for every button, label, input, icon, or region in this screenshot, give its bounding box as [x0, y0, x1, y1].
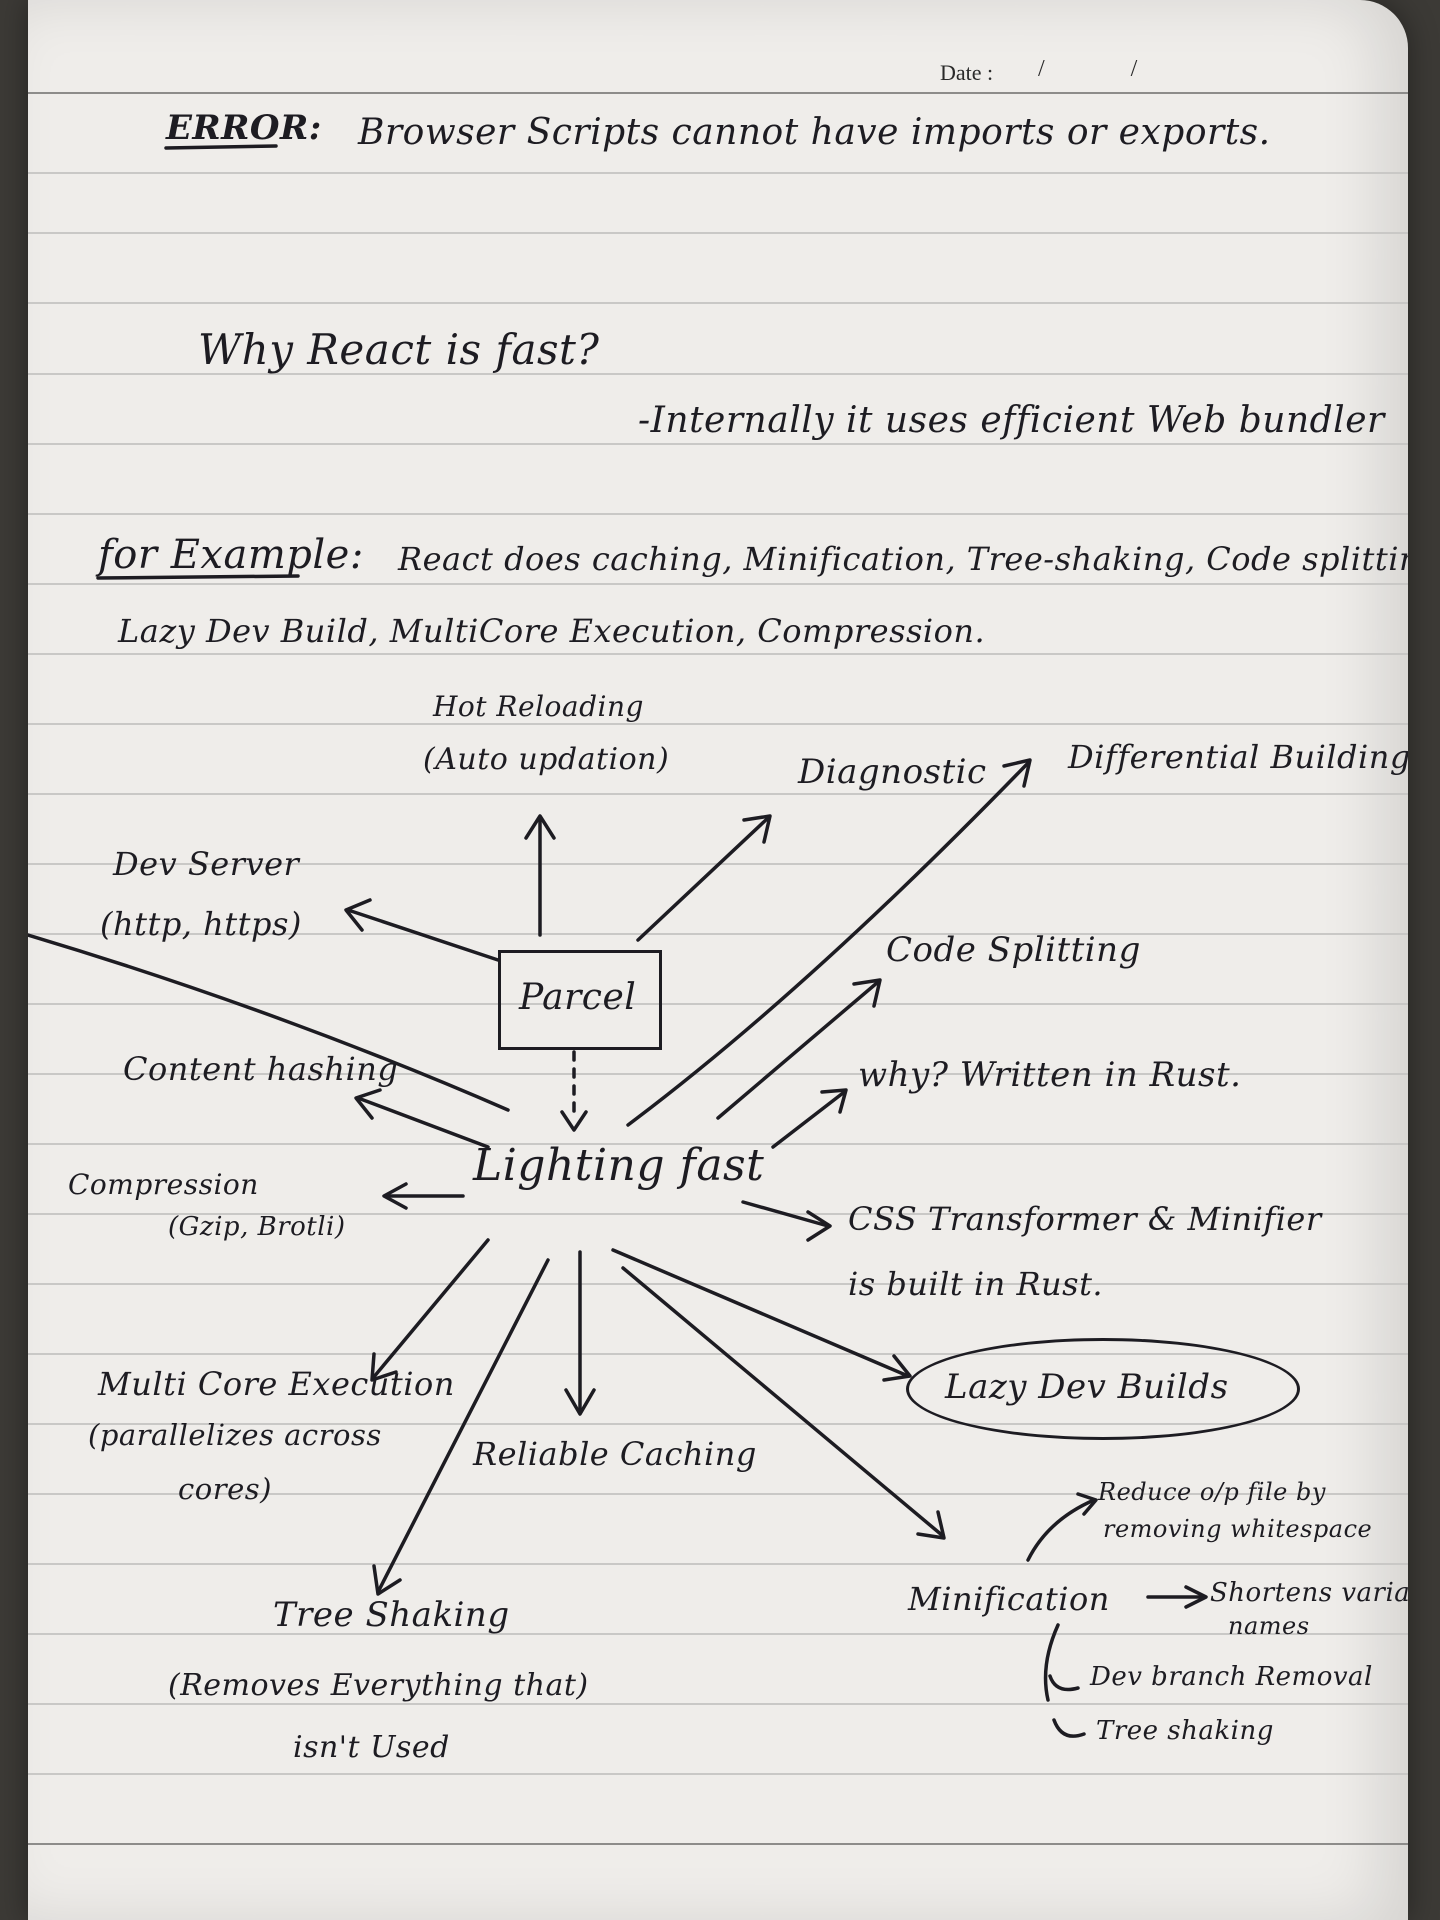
differential-label: Differential Building.: [1068, 738, 1408, 776]
tree-shaking-sub-1: (Removes Everything that): [168, 1668, 589, 1703]
why-rust-label: why? Written in Rust.: [858, 1055, 1242, 1095]
minification-shortens-2: names: [1228, 1612, 1310, 1640]
footer-rule: [28, 1843, 1408, 1845]
content-hashing-label: Content hashing: [123, 1050, 399, 1088]
minification-tree-shake: Tree shaking: [1096, 1716, 1274, 1746]
rule-line: [28, 1003, 1408, 1005]
diagram-arrows: [28, 144, 1208, 1738]
minification-title: Minification: [908, 1580, 1110, 1618]
code-splitting-label: Code Splitting: [886, 930, 1141, 970]
reliable-caching-label: Reliable Caching: [473, 1435, 757, 1473]
rule-line: [28, 723, 1408, 725]
compression-sub: (Gzip, Brotli): [168, 1212, 346, 1242]
minification-shortens-1: Shortens variable: [1210, 1578, 1408, 1608]
parcel-box: Parcel: [498, 950, 662, 1050]
rule-line: [28, 302, 1408, 304]
example-label: for Example:: [98, 532, 364, 578]
hot-reloading-sub: (Auto updation): [423, 742, 670, 777]
rule-line: [28, 583, 1408, 585]
rule-line: [28, 1773, 1408, 1775]
example-line-1: React does caching, Minification, Tree-s…: [398, 540, 1408, 578]
left-stroke: [28, 933, 510, 1112]
error-label: ERROR:: [166, 108, 322, 148]
rule-line: [28, 443, 1408, 445]
center-label: Lighting fast: [473, 1140, 765, 1191]
rule-line: [28, 373, 1408, 375]
multicore-line-3: cores): [178, 1472, 272, 1506]
minification-dev-branch: Dev branch Removal: [1090, 1662, 1373, 1692]
example-underline: [96, 574, 300, 580]
date-value: / /: [1038, 56, 1178, 82]
dev-server-sub: (http, https): [100, 905, 302, 943]
multicore-line-2: (parallelizes across: [88, 1418, 382, 1452]
rule-line: [28, 1563, 1408, 1565]
rule-line: [28, 793, 1408, 795]
rule-line: [28, 1143, 1408, 1145]
parcel-label: Parcel: [519, 977, 637, 1018]
header-rule: [28, 92, 1408, 94]
rule-line: [28, 1213, 1408, 1215]
minification-reduce-1: Reduce o/p file by: [1098, 1478, 1326, 1506]
lazy-dev-builds-label: Lazy Dev Builds: [945, 1367, 1229, 1407]
rule-line: [28, 1493, 1408, 1495]
diagnostic-label: Diagnostic: [798, 752, 987, 792]
rule-line: [28, 1353, 1408, 1355]
compression-title: Compression: [68, 1168, 259, 1201]
css-line-1: CSS Transformer & Minifier: [848, 1200, 1322, 1238]
hot-reloading-title: Hot Reloading: [433, 690, 644, 723]
error-underline: [164, 144, 278, 150]
rule-line: [28, 1073, 1408, 1075]
rule-line: [28, 1633, 1408, 1635]
rule-line: [28, 232, 1408, 234]
rule-line: [28, 653, 1408, 655]
question-title: Why React is fast?: [198, 325, 600, 374]
question-answer: -Internally it uses efficient Web bundle…: [638, 400, 1385, 441]
rule-line: [28, 1283, 1408, 1285]
minification-reduce-2: removing whitespace: [1103, 1515, 1373, 1543]
rule-line: [28, 513, 1408, 515]
lazy-dev-builds-oval: Lazy Dev Builds: [906, 1338, 1300, 1440]
example-line-2: Lazy Dev Build, MultiCore Execution, Com…: [118, 612, 986, 650]
tree-shaking-sub-2: isn't Used: [293, 1730, 450, 1765]
rule-line: [28, 1423, 1408, 1425]
rule-line: [28, 1703, 1408, 1705]
rule-line: [28, 933, 1408, 935]
dev-server-title: Dev Server: [113, 845, 300, 883]
rule-line: [28, 172, 1408, 174]
tree-shaking-title: Tree Shaking: [273, 1595, 510, 1635]
css-line-2: is built in Rust.: [848, 1265, 1104, 1303]
notebook-page: Date : / /: [28, 0, 1408, 1920]
error-text: Browser Scripts cannot have imports or e…: [358, 112, 1271, 153]
date-label: Date :: [940, 60, 994, 85]
multicore-line-1: Multi Core Execution: [98, 1365, 455, 1403]
